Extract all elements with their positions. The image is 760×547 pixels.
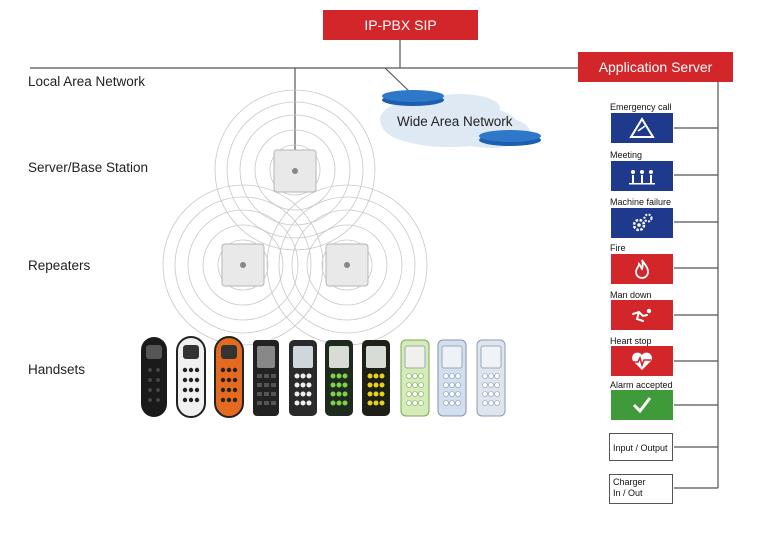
- base-station-label: Server/Base Station: [28, 160, 148, 175]
- warning-triangle-icon: [629, 117, 655, 139]
- handset-6: [325, 340, 353, 416]
- repeater-left-device: [222, 244, 264, 286]
- handset-9: [438, 340, 466, 416]
- alarm-label-heart-stop: Heart stop: [610, 336, 652, 346]
- charger-box: Charger In / Out: [609, 474, 673, 504]
- meeting-people-icon: [627, 166, 657, 186]
- heart-pulse-icon: [630, 350, 654, 372]
- handset-5: [289, 340, 317, 416]
- handsets-group: [141, 337, 505, 417]
- alarm-label-alarm-accepted: Alarm accepted: [610, 380, 673, 390]
- man-down-icon: [629, 304, 655, 326]
- gears-icon: [629, 212, 655, 234]
- ip-pbx-box: IP-PBX SIP: [323, 10, 478, 40]
- handset-7: [362, 340, 390, 416]
- input-output-label: Input / Output: [613, 443, 668, 453]
- checkmark-icon: [630, 394, 654, 416]
- wan-connector: [385, 68, 410, 92]
- alarm-man-down: [611, 300, 673, 330]
- alarm-emergency-call: [611, 113, 673, 143]
- alarm-label-fire: Fire: [610, 243, 626, 253]
- base-station-device: [274, 150, 316, 192]
- handset-4: [253, 340, 279, 416]
- alarm-label-machine-failure: Machine failure: [610, 197, 671, 207]
- fire-icon: [631, 258, 653, 280]
- alarm-label-man-down: Man down: [610, 290, 652, 300]
- alarm-label-emergency-call: Emergency call: [610, 102, 672, 112]
- alarm-machine-failure: [611, 208, 673, 238]
- handsets-label: Handsets: [28, 362, 85, 377]
- alarm-label-meeting: Meeting: [610, 150, 642, 160]
- handset-2: [177, 337, 205, 417]
- wan-label: Wide Area Network: [397, 114, 513, 129]
- alarm-heart-stop: [611, 346, 673, 376]
- charger-label-line1: Charger: [613, 477, 669, 488]
- charger-label-line2: In / Out: [613, 488, 669, 499]
- repeater-right-device: [326, 244, 368, 286]
- handset-10: [477, 340, 505, 416]
- ip-pbx-label: IP-PBX SIP: [364, 17, 436, 33]
- handset-3: [215, 337, 243, 417]
- alarm-meeting: [611, 161, 673, 191]
- application-server-box: Application Server: [578, 52, 733, 82]
- alarm-fire: [611, 254, 673, 284]
- alarm-connectors: [674, 128, 718, 488]
- alarm-alarm-accepted: [611, 390, 673, 420]
- input-output-box: Input / Output: [609, 433, 673, 461]
- repeaters-label: Repeaters: [28, 258, 90, 273]
- handset-8: [401, 340, 429, 416]
- application-server-label: Application Server: [599, 59, 713, 75]
- lan-label: Local Area Network: [28, 74, 145, 89]
- handset-1: [141, 337, 167, 417]
